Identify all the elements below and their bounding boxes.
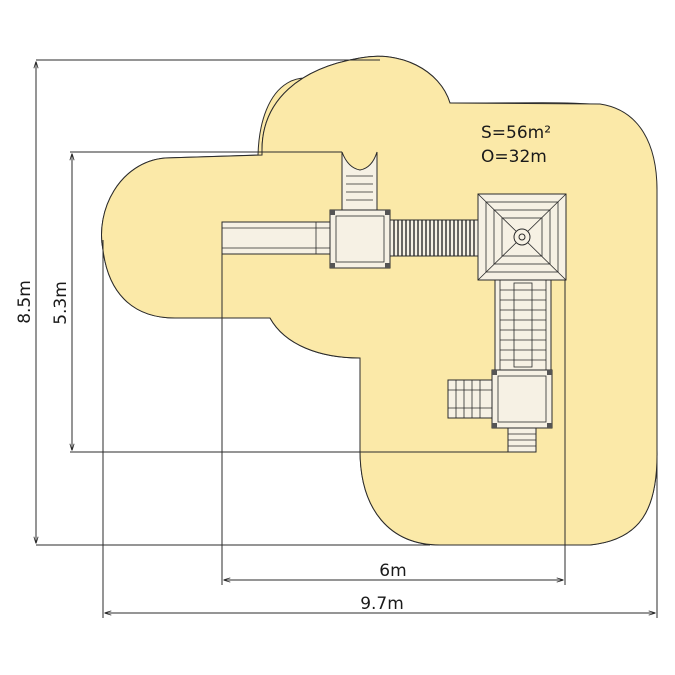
roofed-tower <box>477 193 567 281</box>
perimeter-label: O=32m <box>481 147 547 167</box>
tower-platform-1 <box>329 209 391 269</box>
safety-zone-outline <box>101 55 658 546</box>
climbing-wall <box>447 379 493 419</box>
tunnel-bridge <box>389 219 479 257</box>
vertical-bridge <box>494 279 552 371</box>
playground-equipment <box>221 151 567 453</box>
tower-platform-2 <box>491 369 553 429</box>
inner-height-label: 5.3m <box>51 281 71 325</box>
outer-height-label: 8.5m <box>15 280 35 324</box>
safety-zone-fill <box>101 56 658 546</box>
slide-left <box>221 221 333 255</box>
area-label: S=56m² <box>481 123 551 143</box>
steps-bottom <box>507 427 537 453</box>
outer-width-label: 9.7m <box>360 594 404 614</box>
ladder-top <box>341 151 378 211</box>
inner-width-label: 6m <box>379 561 406 581</box>
